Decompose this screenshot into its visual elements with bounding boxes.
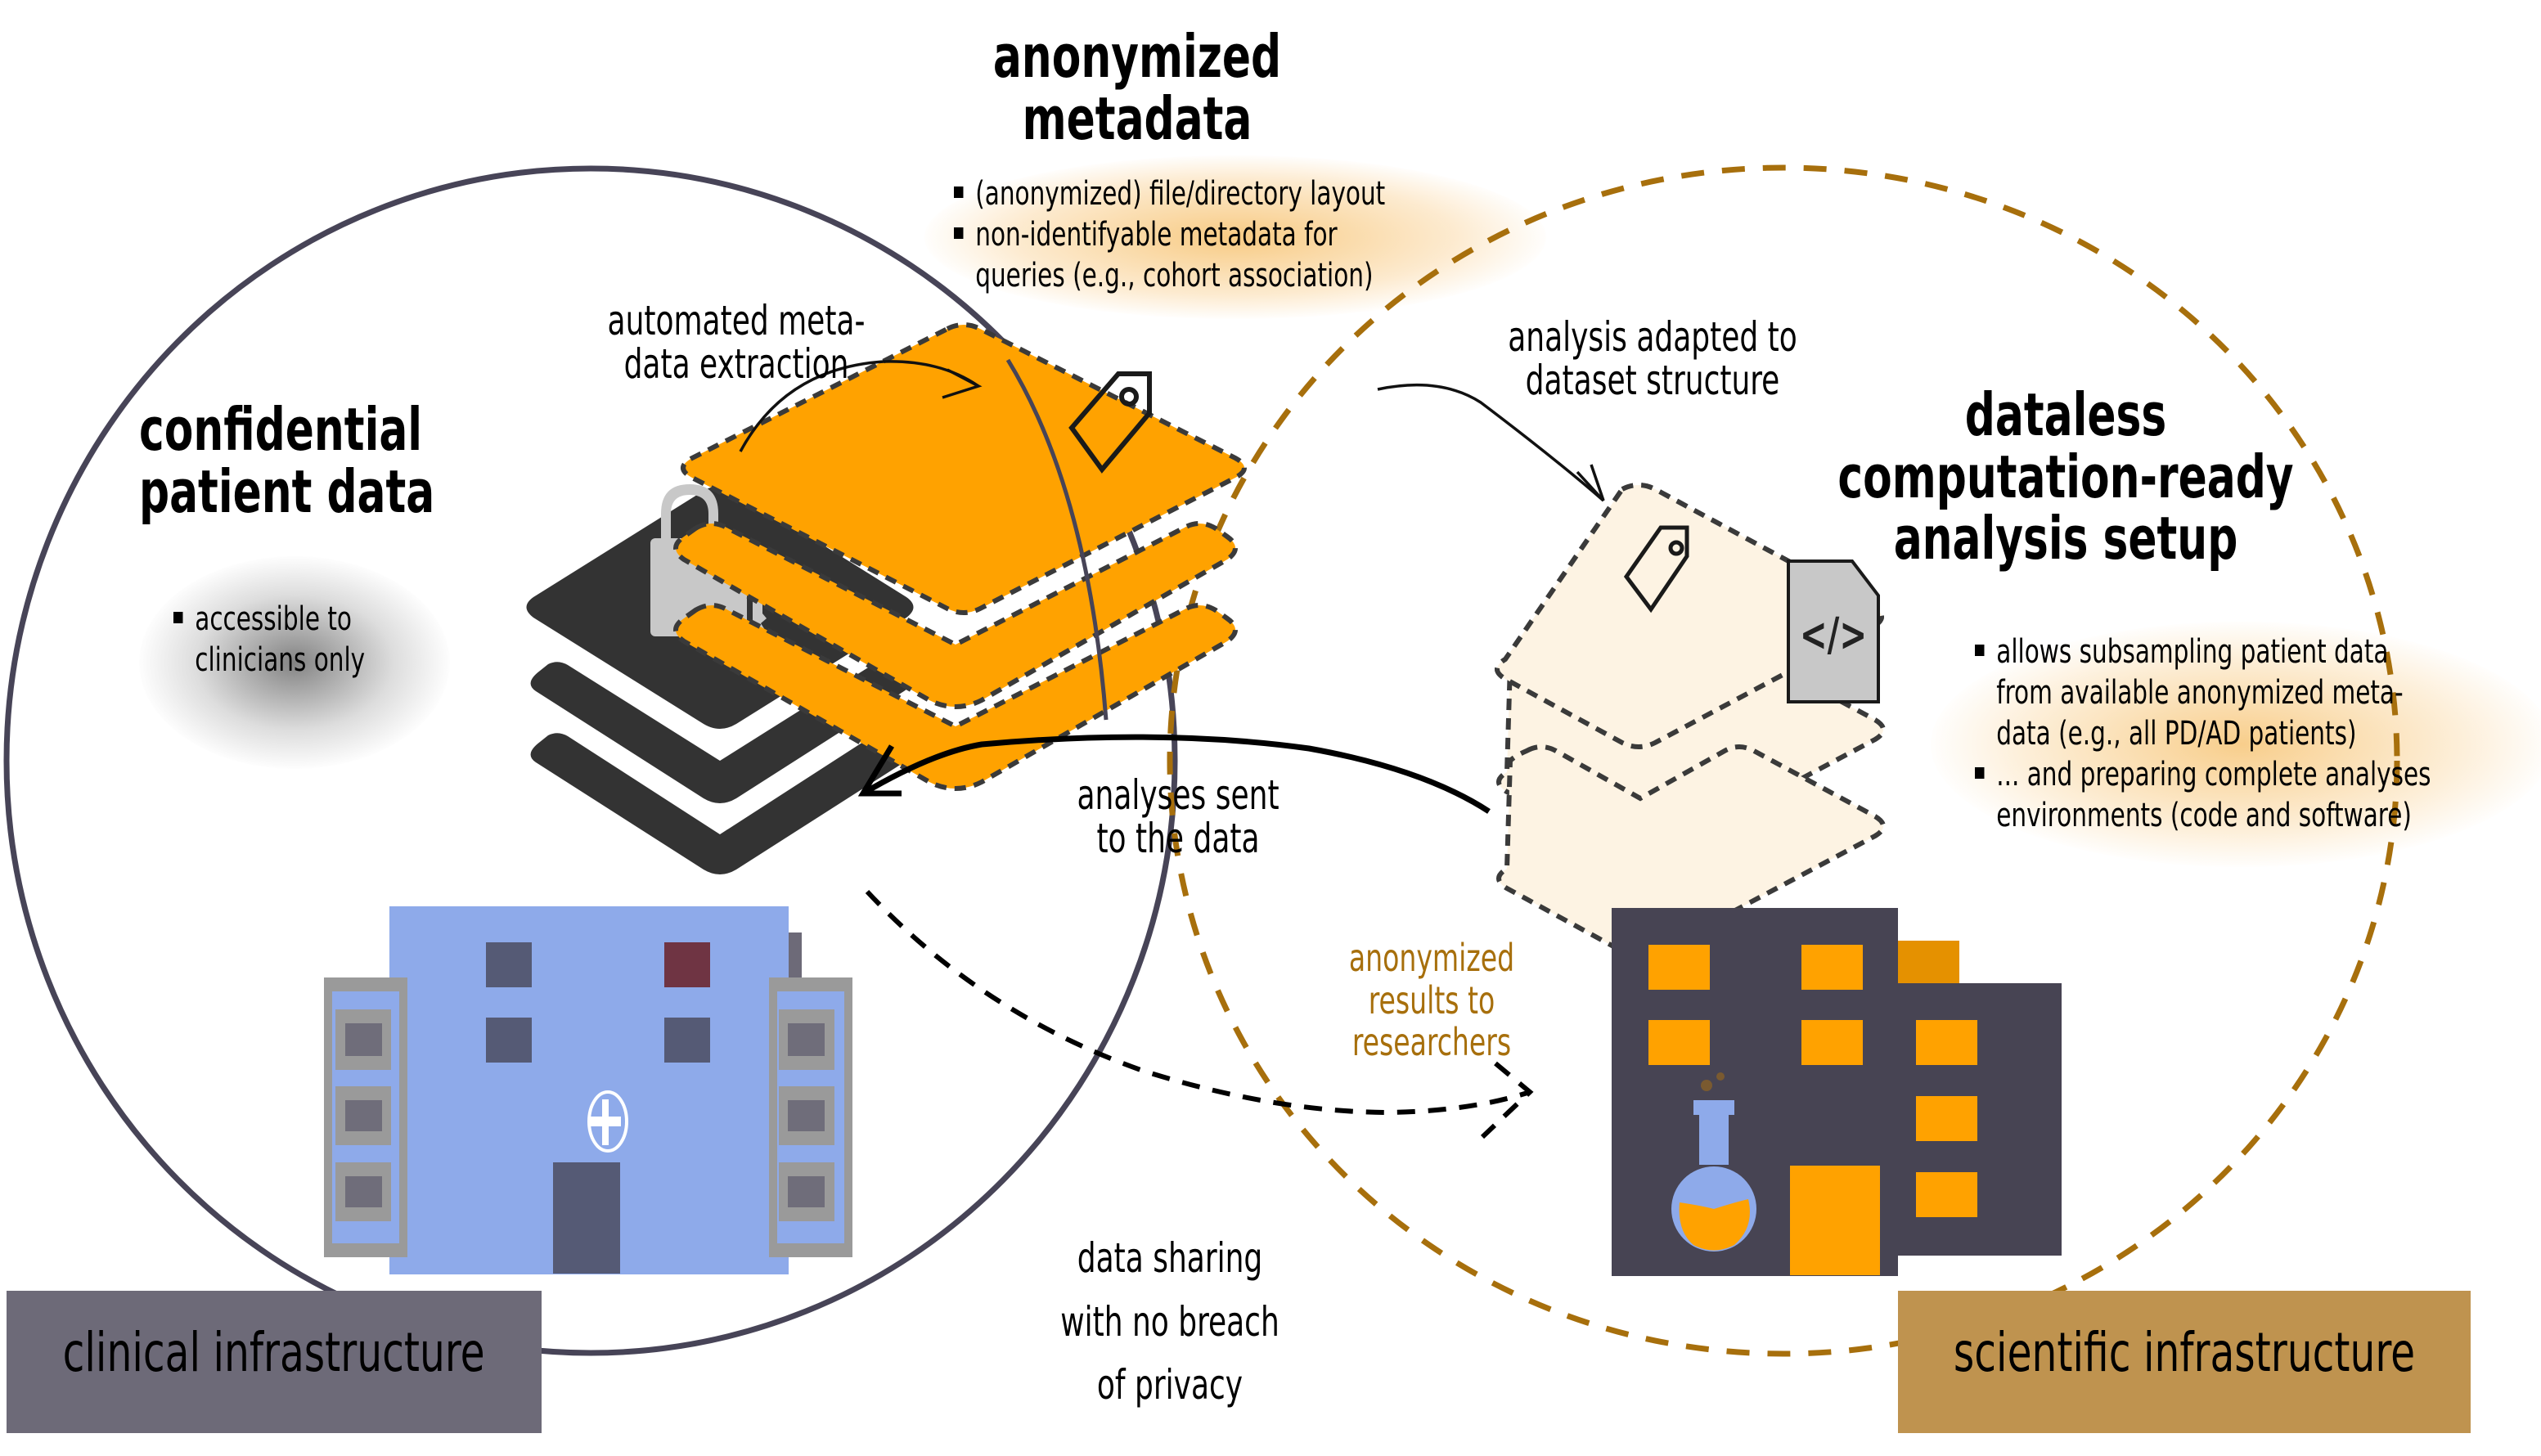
metadata-bullets: (anonymized) file/directory layout non-i… <box>954 173 1385 296</box>
bullet-icon <box>954 227 964 239</box>
bullet-text: clinicians only <box>195 641 366 679</box>
heading-line: patient data <box>139 456 435 526</box>
analysis-glow <box>1931 622 2541 867</box>
bullet-text: environments (code and software) <box>1996 797 2412 834</box>
extraction-arrowhead <box>942 368 983 399</box>
bullet-item: accessible to <box>173 599 365 640</box>
analyses-sent-arrowhead <box>857 744 902 797</box>
code-file-icon <box>1787 559 1880 703</box>
caption-line: data sharing <box>1077 1234 1263 1282</box>
heading-line: metadata <box>1022 83 1253 153</box>
heading-line: analysis setup <box>1893 504 2238 573</box>
heading-line: computation-ready <box>1837 442 2294 511</box>
label-line: data extraction <box>623 339 849 388</box>
metadata-glow <box>924 155 1546 319</box>
bullet-item: ... and preparing complete analyses <box>1975 754 2431 795</box>
bullet-icon <box>954 186 964 198</box>
clinical-infrastructure-label: clinical infrastructure <box>7 1291 542 1413</box>
dataless-heading: dataless computation-ready analysis setu… <box>1820 384 2311 570</box>
bullet-text: queries (e.g., cohort association) <box>975 257 1374 294</box>
bullet-icon <box>1975 645 1985 656</box>
hospital-building-icon <box>324 906 852 1274</box>
label-line: anonymized <box>1348 936 1515 980</box>
bullet-item: environments (code and software) <box>1975 795 2431 836</box>
results-arrow <box>865 889 1531 1116</box>
dataless-layer-top <box>1495 483 1884 749</box>
label-text: clinical infrastructure <box>62 1320 485 1384</box>
scientific-infrastructure-label: scientific infrastructure <box>1898 1291 2471 1413</box>
label-line: to the data <box>1096 814 1260 862</box>
dataless-tag-icon <box>1623 525 1689 613</box>
bullet-icon <box>173 612 183 623</box>
dataless-layer-bottom <box>1496 744 1886 959</box>
confidential-glow <box>139 556 450 769</box>
metadata-layers <box>673 322 1247 791</box>
caption-line: of privacy <box>1096 1361 1244 1409</box>
adapted-arrowhead <box>1576 464 1605 502</box>
adapted-label: analysis adapted to dataset structure <box>1469 316 1836 402</box>
privacy-caption: data sharing with no breach of privacy <box>1013 1227 1327 1418</box>
extraction-label: automated meta- data extraction <box>579 299 893 385</box>
bullet-text: ... and preparing complete analyses <box>1996 756 2431 793</box>
bullet-item: data (e.g., all PD/AD patients) <box>1975 713 2431 754</box>
heading-line: anonymized <box>992 22 1282 91</box>
dataless-bullets: allows subsampling patient data from ava… <box>1975 631 2431 836</box>
bullet-item: from available anonymized meta- <box>1975 672 2431 713</box>
bullet-text: accessible to <box>195 600 352 638</box>
scientific-label-box <box>1898 1291 2471 1433</box>
bullet-item: (anonymized) file/directory layout <box>954 173 1385 214</box>
bullet-text: non-identifyable metadata for <box>975 216 1338 254</box>
bullet-item: clinicians only <box>173 640 365 681</box>
clinical-circle-overlap <box>1005 358 1109 721</box>
adapted-arrow <box>1377 383 1605 502</box>
confidential-heading: confidential patient data <box>139 395 435 526</box>
confidential-bullets: accessible to clinicians only <box>173 599 365 681</box>
bullet-item: non-identifyable metadata for <box>954 214 1385 255</box>
metadata-heading: anonymized metadata <box>967 22 1307 153</box>
heading-line: dataless <box>1964 380 2167 449</box>
bullet-text: data (e.g., all PD/AD patients) <box>1996 715 2357 753</box>
heading-line: confidential <box>139 395 423 464</box>
analyses-sent-arrow <box>861 734 1491 814</box>
scientific-circle <box>1167 164 2400 1357</box>
bullet-text: from available anonymized meta- <box>1996 674 2404 712</box>
label-line: automated meta- <box>607 297 866 344</box>
label-line: analysis adapted to <box>1508 313 1797 361</box>
clinical-label-box <box>7 1291 542 1433</box>
bullet-text: (anonymized) file/directory layout <box>975 175 1386 213</box>
label-text: scientific infrastructure <box>1953 1320 2416 1384</box>
caption-line: with no breach <box>1060 1297 1279 1346</box>
bullet-icon <box>1975 767 1985 779</box>
label-line: dataset structure <box>1525 356 1780 404</box>
results-arrowhead <box>1480 1061 1534 1139</box>
code-glyph: </> <box>1799 609 1868 662</box>
bullet-text: allows subsampling patient data <box>1996 633 2389 671</box>
results-label: anonymized results to researchers <box>1327 937 1536 1064</box>
clinical-circle <box>3 165 1178 1356</box>
label-line: researchers <box>1351 1020 1512 1065</box>
label-line: results to <box>1368 977 1495 1022</box>
analyses-sent-label: analyses sent to the data <box>1054 774 1302 860</box>
metadata-tag-icon <box>1068 371 1152 474</box>
research-lab-building-icon <box>1612 908 2062 1276</box>
bullet-item: allows subsampling patient data <box>1975 631 2431 672</box>
bullet-item: queries (e.g., cohort association) <box>954 255 1385 296</box>
label-line: analyses sent <box>1077 771 1279 819</box>
